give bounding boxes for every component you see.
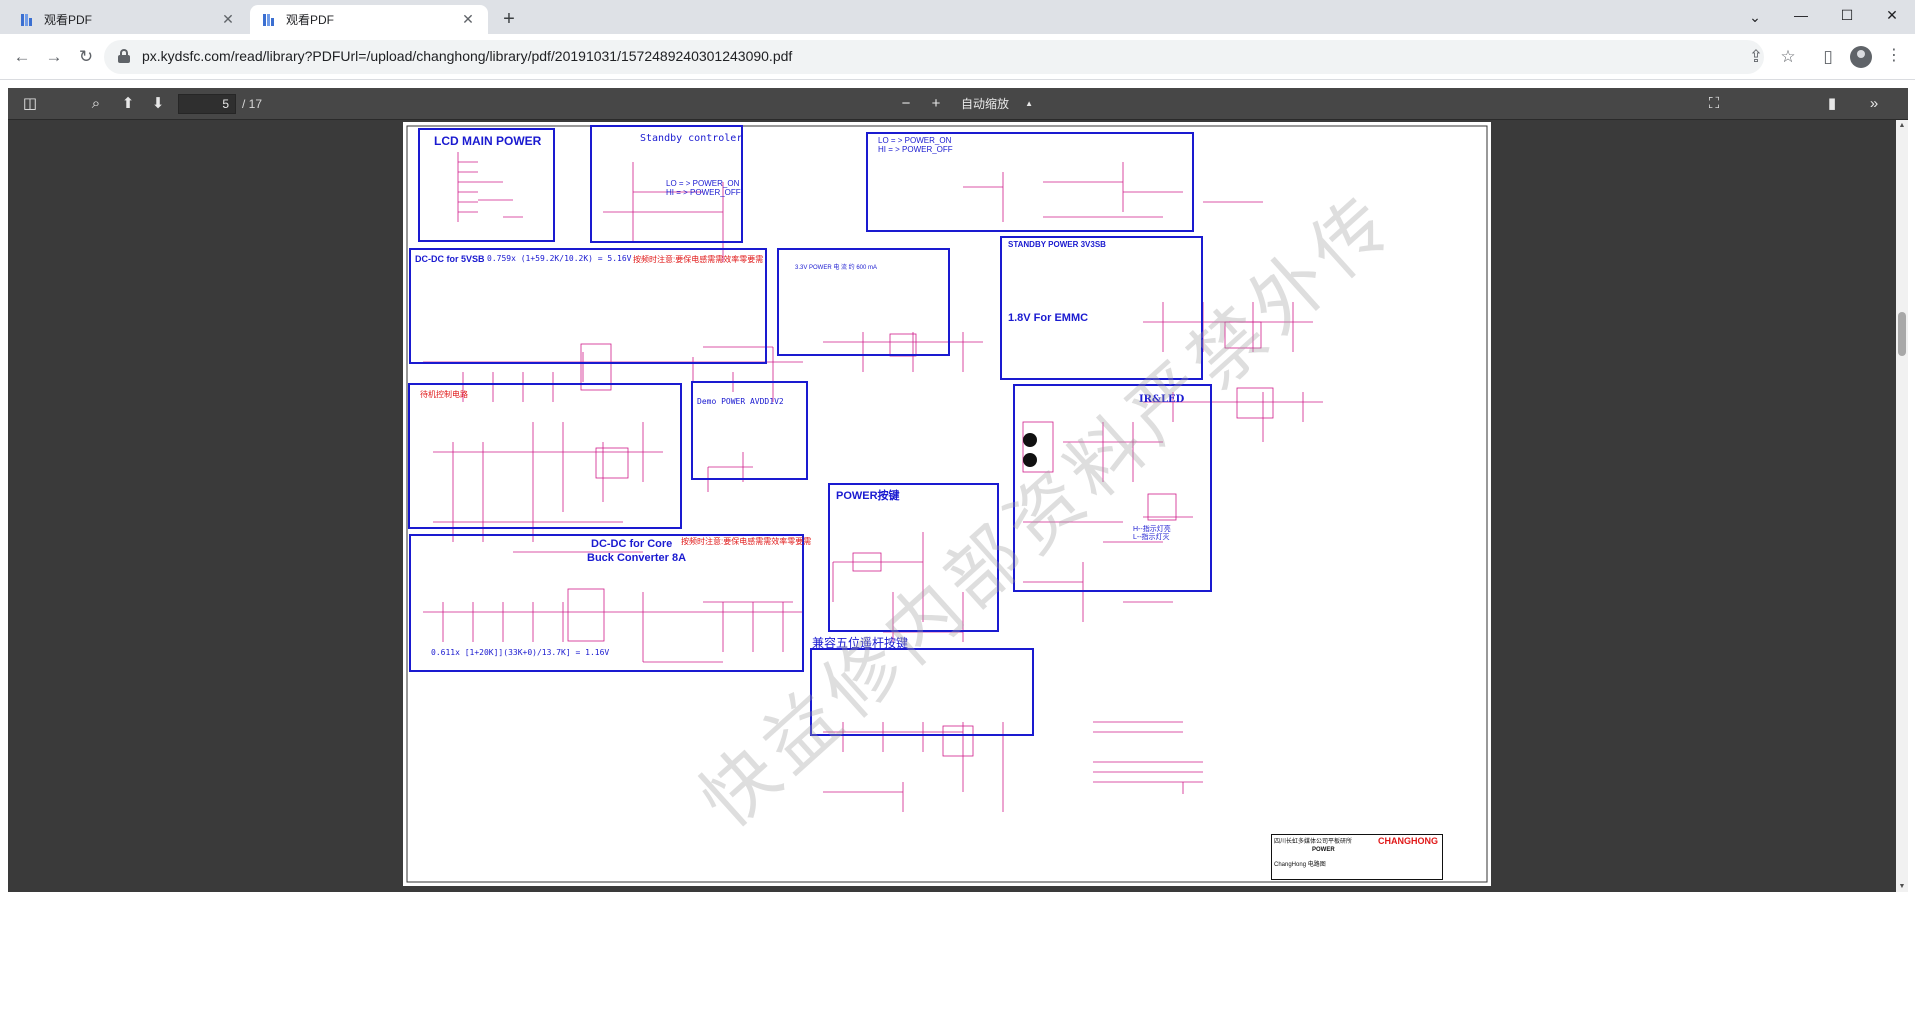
- title-block: CHANGHONG 四川长虹多媒体公司平板研所 POWER ChangHong …: [1271, 834, 1443, 880]
- led-on-note: H--指示灯亮: [1133, 526, 1171, 533]
- standby-3v3sb-block: STANDBY POWER 3V3SB 1.8V For EMMC: [1000, 236, 1203, 380]
- standby-control-circuit-block: 待机控制电路: [408, 383, 682, 529]
- block-title: IR&LED: [1139, 394, 1185, 405]
- block-title: DC-DC for 5VSB: [415, 254, 485, 264]
- power-switch-block: LO = > POWER_ON HI = > POWER_OFF: [866, 132, 1194, 232]
- bookmark-icon[interactable]: ▮: [1827, 95, 1837, 112]
- block-title: 兼容五位遥杆按键: [812, 636, 909, 650]
- power-3v3-block: 3.3V POWER 电 流 约 600 mA: [777, 248, 950, 356]
- block-title: DC-DC for Core: [591, 538, 673, 550]
- previous-page-icon[interactable]: ⬆: [121, 95, 135, 112]
- power-lo-note: LO = > POWER_ON: [878, 136, 952, 145]
- side-panel-icon[interactable]: ▯: [1823, 47, 1833, 66]
- scroll-down-arrow-icon[interactable]: ▼: [1898, 883, 1906, 890]
- block-subtitle: Buck Converter 8A: [587, 552, 687, 564]
- standby-controller-block: Standby controler LO = > POWER_ON HI = >…: [590, 125, 743, 243]
- block-title: Demo POWER AVDD1V2: [697, 397, 784, 406]
- back-button[interactable]: ←: [13, 47, 31, 66]
- zoom-in-icon[interactable]: +: [931, 95, 941, 112]
- schematic-drawing: [406, 125, 1488, 883]
- close-tab-icon[interactable]: ✕: [462, 11, 474, 27]
- tab-strip: 观看PDF ✕ 观看PDF ✕ + ⌄ — ☐ ✕: [0, 0, 1915, 34]
- block-title: 待机控制电路: [420, 390, 468, 399]
- standby-hi-note: HI = > POWER_OFF: [666, 188, 741, 197]
- demo-avdd-block: Demo POWER AVDD1V2: [691, 381, 808, 480]
- page-count: / 17: [242, 97, 263, 111]
- bookmark-star-icon[interactable]: ☆: [1780, 47, 1796, 66]
- design-note: 按频时注意:要保电感需需效率零要需: [681, 537, 812, 546]
- maximize-button[interactable]: ☐: [1840, 7, 1854, 23]
- power-hi-note: HI = > POWER_OFF: [878, 145, 953, 154]
- kebab-menu-icon[interactable]: ⋮: [1886, 47, 1902, 64]
- pdf-favicon-icon: [262, 13, 276, 27]
- url-text[interactable]: px.kydsfc.com/read/library?PDFUrl=/uploa…: [142, 48, 793, 64]
- profile-avatar-icon[interactable]: [1850, 46, 1872, 68]
- current-note: 3.3V POWER 电 流 约 600 mA: [795, 265, 878, 271]
- forward-button[interactable]: →: [45, 47, 63, 66]
- dcdc-core-block: DC-DC for Core Buck Converter 8A 按频时注意:要…: [409, 534, 811, 672]
- company-name: 四川长虹多媒体公司平板研所: [1274, 839, 1353, 845]
- brand-logo: CHANGHONG: [1378, 836, 1438, 846]
- block-title: LCD MAIN POWER: [434, 134, 542, 148]
- pdf-favicon-icon: [20, 13, 34, 27]
- vsb-formula: 0.759x (1+59.2K/10.2K) = 5.16V: [487, 254, 632, 263]
- power-key-block: POWER按键: [828, 483, 999, 632]
- close-window-button[interactable]: ✕: [1886, 7, 1898, 23]
- find-icon[interactable]: ⌕: [91, 95, 101, 112]
- next-page-icon[interactable]: ⬇: [151, 95, 165, 112]
- product-name: ChangHong 电路图: [1274, 862, 1326, 868]
- zoom-select-value: 自动缩放: [961, 97, 1010, 111]
- address-bar[interactable]: px.kydsfc.com/read/library?PDFUrl=/uploa…: [104, 40, 1764, 74]
- share-icon[interactable]: ⇪: [1748, 47, 1764, 66]
- core-formula: 0.611x [1+20K]](33K+0)/13.7K] = 1.16V: [431, 648, 610, 657]
- browser-toolbar: ← → ↻ px.kydsfc.com/read/library?PDFUrl=…: [0, 34, 1915, 80]
- standby-lo-note: LO = > POWER_ON: [666, 179, 740, 188]
- sheet-name: POWER: [1312, 847, 1335, 853]
- vertical-scrollbar[interactable]: ▲ ▼: [1896, 120, 1908, 892]
- zoom-out-icon[interactable]: −: [901, 95, 911, 112]
- dcdc-5vsb-block: DC-DC for 5VSB 0.759x (1+59.2K/10.2K) = …: [409, 248, 767, 364]
- block-title: Standby controler: [640, 133, 743, 144]
- ir-led-block: IR&LED H--指示灯亮 L--指示灯灭: [1013, 384, 1212, 592]
- new-tab-button[interactable]: +: [503, 8, 515, 30]
- sidebar-toggle-icon[interactable]: ◫: [22, 95, 38, 112]
- tab-title: 观看PDF: [286, 13, 335, 27]
- lcd-main-power-block: LCD MAIN POWER: [418, 128, 555, 242]
- presentation-mode-icon[interactable]: ⛶: [1708, 95, 1720, 112]
- led-off-note: L--指示灯灭: [1133, 534, 1170, 541]
- design-note: 按频时注意:要保电感需需效率零要需: [633, 255, 764, 264]
- page-number-input[interactable]: 5: [178, 94, 236, 114]
- tab-title: 观看PDF: [44, 13, 93, 27]
- lock-icon[interactable]: [118, 49, 130, 63]
- block-title: STANDBY POWER 3V3SB: [1008, 240, 1106, 249]
- tab-2[interactable]: 观看PDF ✕: [250, 5, 488, 34]
- zoom-select[interactable]: 自动缩放 ▲: [955, 94, 1039, 114]
- minimize-button[interactable]: —: [1794, 7, 1808, 23]
- pdf-toolbar: ◫ ⌕ ⬆ ⬇ 5 / 17 − + 自动缩放 ▲ ⛶ ▮ »: [8, 88, 1908, 120]
- scroll-up-arrow-icon[interactable]: ▲: [1898, 122, 1906, 129]
- joystick-block: 兼容五位遥杆按键: [810, 636, 1034, 736]
- emmc-title: 1.8V For EMMC: [1008, 312, 1089, 324]
- tab-search-icon[interactable]: ⌄: [1749, 9, 1761, 25]
- reload-button[interactable]: ↻: [78, 47, 94, 66]
- close-tab-icon[interactable]: ✕: [222, 11, 234, 27]
- pdf-page: LCD MAIN POWER Standby controler LO = > …: [403, 122, 1491, 886]
- tools-menu-icon[interactable]: »: [1869, 95, 1879, 112]
- block-title: POWER按键: [836, 490, 900, 502]
- tab-1[interactable]: 观看PDF ✕: [8, 5, 248, 34]
- select-arrows-icon: ▲: [1025, 99, 1033, 108]
- scrollbar-thumb[interactable]: [1898, 312, 1906, 356]
